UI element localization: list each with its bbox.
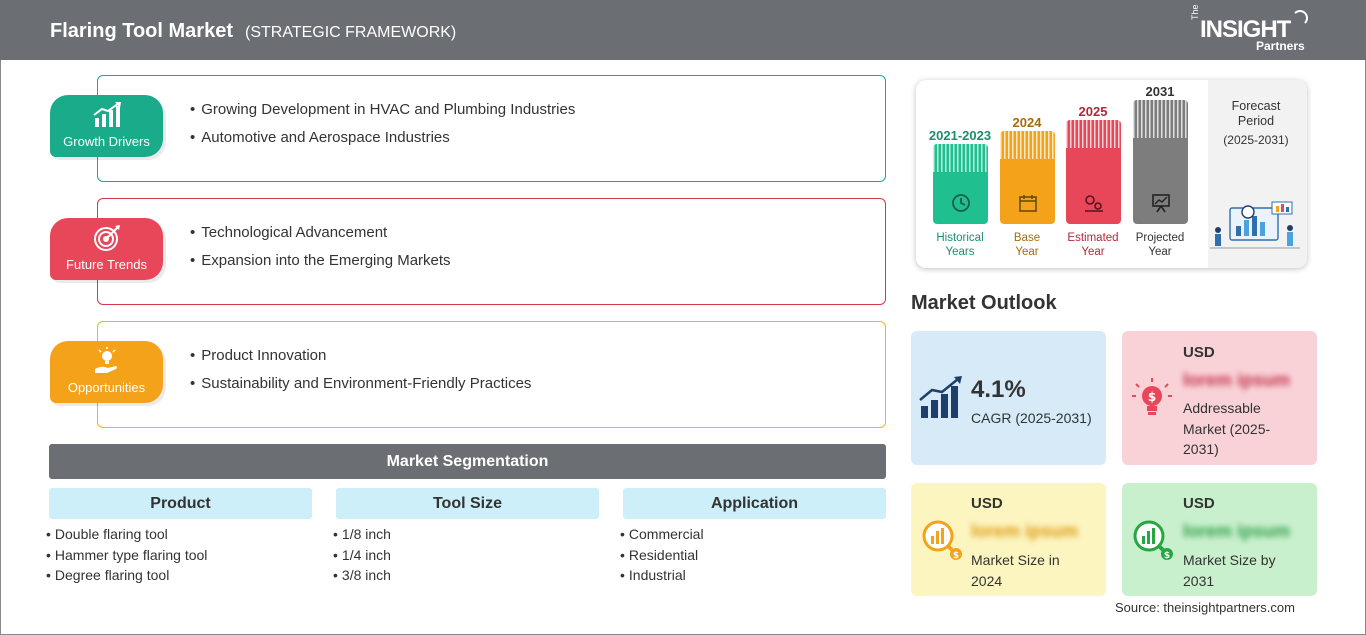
magnifier-chart-dollar-icon: $	[1133, 520, 1173, 561]
growth-drivers-label: Growth Drivers	[63, 134, 150, 149]
source-credit: Source: theinsightpartners.com	[1115, 600, 1295, 615]
size2024-usd: USD	[971, 495, 1003, 512]
size2024-value-blurred: lorem ipsum	[971, 521, 1079, 541]
logo-insight: INSIGHT	[1200, 16, 1291, 43]
list-item: Growing Development in HVAC and Plumbing…	[190, 96, 575, 124]
list-item: 1/8 inch	[333, 524, 391, 545]
growth-drivers-tab: Growth Drivers	[50, 95, 163, 157]
timeline-year-estimated: 2025	[1078, 104, 1108, 119]
presentation-board-icon	[1152, 194, 1170, 213]
segment-head-product: Product	[49, 488, 312, 519]
history-clock-icon	[952, 194, 970, 212]
addressable-usd: USD	[1183, 344, 1215, 361]
lightbulb-hand-icon	[95, 347, 117, 373]
segment-list-product: Double flaring tool Hammer type flaring …	[46, 524, 208, 586]
timeline-year-historical: 2021-2023	[928, 128, 992, 143]
cagr-value: 4.1%	[971, 376, 1026, 403]
list-item: Technological Advancement	[190, 219, 451, 247]
growth-drivers-box: Growing Development in HVAC and Plumbing…	[97, 75, 886, 182]
timeline-year-projected: 2031	[1145, 84, 1175, 99]
gears-chart-icon	[1085, 195, 1103, 212]
segment-head-application: Application	[623, 488, 886, 519]
list-item: Expansion into the Emerging Markets	[190, 247, 450, 275]
forecast-period-range: (2025-2031)	[1223, 133, 1289, 147]
list-item: Automotive and Aerospace Industries	[190, 124, 575, 152]
list-item: 1/4 inch	[333, 545, 391, 566]
logo-arc-icon	[1292, 10, 1308, 26]
list-item: Hammer type flaring tool	[46, 545, 208, 566]
future-trends-tab: Future Trends	[50, 218, 163, 280]
svg-text:$: $	[953, 551, 959, 561]
market-outlook-title: Market Outlook	[911, 292, 1057, 314]
size2024-desc: Market Size in 2024	[971, 552, 1060, 589]
timeline-caption-estimated: Estimated Year	[1067, 232, 1119, 258]
svg-text:$: $	[1164, 551, 1170, 561]
segment-list-application: Commercial Residential Industrial	[620, 524, 704, 586]
list-item: Degree flaring tool	[46, 565, 207, 586]
timeline-caption-historical: Historical Years	[936, 232, 984, 258]
timeline-bar-base	[1000, 131, 1055, 224]
addressable-desc: Addressable Market (2025-2031)	[1183, 400, 1271, 457]
growth-drivers-list: Growing Development in HVAC and Plumbing…	[190, 96, 575, 152]
timeline-caption-projected: Projected Year	[1135, 232, 1185, 258]
logo-partners: Partners	[1256, 39, 1305, 53]
timeline-bar-estimated	[1066, 120, 1121, 224]
size2031-desc: Market Size by 2031	[1183, 552, 1276, 589]
size2031-usd: USD	[1183, 495, 1215, 512]
header-bar: Flaring Tool Market (STRATEGIC FRAMEWORK…	[0, 0, 1366, 60]
svg-text:$: $	[1148, 390, 1156, 404]
segment-head-tool-size: Tool Size	[336, 488, 599, 519]
timeline-year-base: 2024	[1012, 115, 1042, 130]
list-item: Industrial	[620, 565, 704, 586]
idea-dollar-bulb-icon: $	[1132, 378, 1172, 415]
opportunities-list: Product Innovation Sustainability and En…	[190, 342, 531, 398]
timeline-bar-projected	[1133, 100, 1188, 224]
logo-the: The	[1190, 4, 1200, 20]
addressable-value-blurred: lorem ipsum	[1183, 370, 1291, 390]
future-trends-box: Technological Advancement Expansion into…	[97, 198, 886, 305]
page-subtitle: (STRATEGIC FRAMEWORK)	[245, 24, 457, 41]
size2031-value-blurred: lorem ipsum	[1183, 521, 1291, 541]
opportunities-label: Opportunities	[67, 380, 146, 395]
list-item: Double flaring tool	[46, 524, 207, 545]
list-item: 3/8 inch	[333, 565, 391, 586]
market-segmentation-header: Market Segmentation	[49, 444, 886, 479]
list-item: Commercial	[620, 524, 704, 545]
growth-bar-chart-icon	[919, 376, 962, 418]
list-item: Residential	[620, 545, 704, 566]
bar-chart-growth-icon	[93, 102, 121, 127]
page-title: Flaring Tool Market	[50, 20, 233, 42]
magnifier-chart-dollar-icon: $	[922, 520, 962, 561]
opportunities-box: Product Innovation Sustainability and En…	[97, 321, 886, 428]
list-item: Sustainability and Environment-Friendly …	[190, 370, 531, 398]
future-trends-list: Technological Advancement Expansion into…	[190, 219, 451, 275]
segment-list-tool-size: 1/8 inch 1/4 inch 3/8 inch	[333, 524, 391, 586]
analytics-people-illustration-icon	[1210, 201, 1300, 249]
forecast-period-title: Forecast Period	[1231, 99, 1281, 128]
target-icon	[94, 225, 120, 251]
future-trends-label: Future Trends	[66, 257, 147, 272]
list-item: Product Innovation	[190, 342, 531, 370]
opportunities-tab: Opportunities	[50, 341, 163, 403]
cagr-label: CAGR (2025-2031)	[971, 410, 1092, 426]
insight-partners-logo[interactable]: The INSIGHT Partners	[1190, 4, 1320, 54]
calendar-icon	[1019, 195, 1037, 212]
timeline-caption-base: Base Year	[1013, 232, 1041, 258]
